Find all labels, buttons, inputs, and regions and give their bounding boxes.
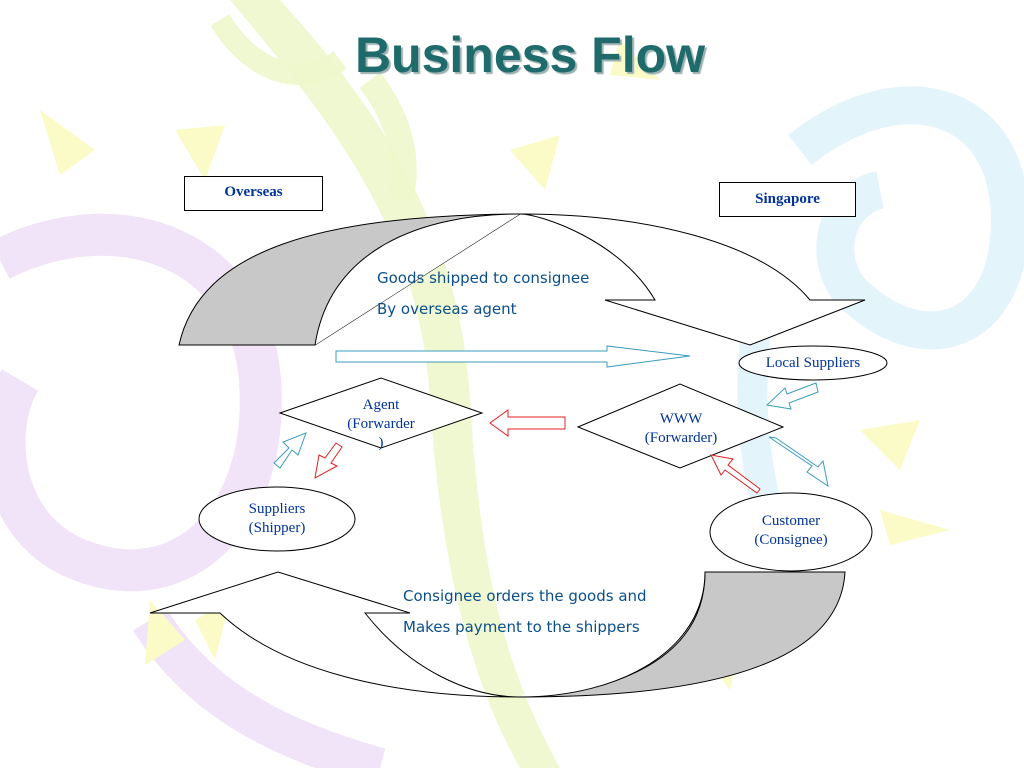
top-curved-arrow xyxy=(314,213,866,346)
customer-to-www-arrow xyxy=(710,454,761,494)
overseas-label: Overseas xyxy=(184,176,323,211)
customer-node-label: Customer (Consignee) xyxy=(727,512,855,550)
page-title: Business Flow xyxy=(354,27,706,83)
www-to-agent-arrow xyxy=(489,409,566,437)
singapore-label: Singapore xyxy=(719,182,856,217)
agent-diamond xyxy=(278,377,484,449)
local-suppliers-ellipse xyxy=(738,345,888,381)
customer-ellipse xyxy=(709,492,873,572)
local-to-www-arrow xyxy=(765,382,819,410)
top-caption-line-1: Goods shipped to consignee xyxy=(377,269,590,287)
bottom-curved-arrow xyxy=(149,571,706,698)
suppliers-node-label: Suppliers (Shipper) xyxy=(217,500,337,538)
suppliers-node-line-2: (Shipper) xyxy=(248,520,306,536)
customer-node-line-1: Customer xyxy=(761,513,821,529)
www-to-customer-arrow xyxy=(768,436,829,488)
bottom-caption-line-2: Makes payment to the shippers xyxy=(403,618,640,636)
agent-node-label: Agent (Forwarder ) xyxy=(331,396,431,453)
customer-node-line-2: (Consignee) xyxy=(754,532,828,548)
suppliers-node-line-1: Suppliers xyxy=(248,501,306,517)
local-suppliers-label: Local Suppliers xyxy=(765,355,861,371)
www-diamond xyxy=(576,383,785,469)
agent-node-line-2: (Forwarder xyxy=(347,416,415,432)
www-node-label: WWW (Forwarder) xyxy=(620,410,742,448)
top-caption: Goods shipped to consignee By overseas a… xyxy=(377,263,589,325)
ship-arrow xyxy=(335,345,691,368)
overseas-label-text: Overseas xyxy=(224,184,283,200)
singapore-label-text: Singapore xyxy=(755,191,820,207)
www-node-line-2: (Forwarder) xyxy=(644,430,718,446)
agent-to-suppliers-arrow xyxy=(314,442,343,479)
bottom-caption: Consignee orders the goods and Makes pay… xyxy=(403,581,647,643)
agent-node-line-1: Agent xyxy=(362,397,400,413)
agent-node-line-3: ) xyxy=(378,435,384,451)
www-node-line-1: WWW xyxy=(659,411,703,427)
suppliers-ellipse xyxy=(198,486,356,552)
top-caption-line-2: By overseas agent xyxy=(377,300,517,318)
suppliers-to-agent-arrow xyxy=(273,432,307,469)
bottom-caption-line-1: Consignee orders the goods and xyxy=(403,587,647,605)
